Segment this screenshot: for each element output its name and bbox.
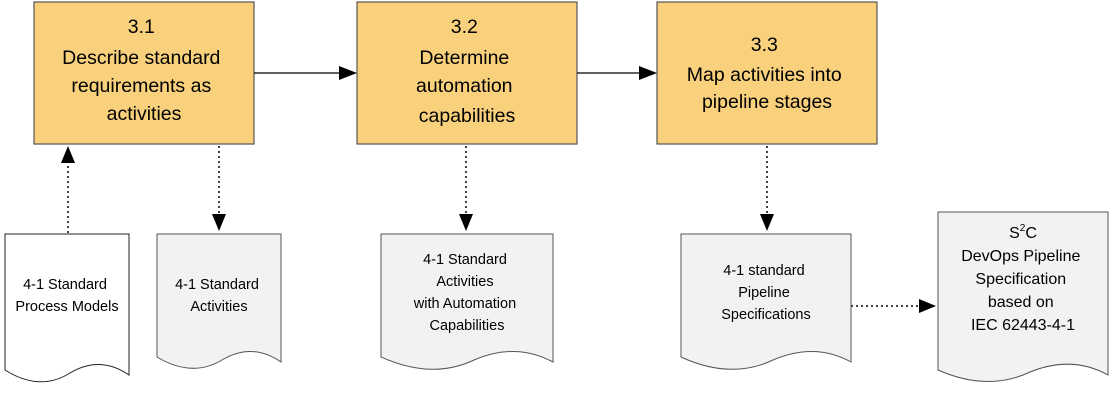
arrow-3-2-to-automation-head	[459, 214, 473, 231]
s2c-title-sup: 2	[1020, 223, 1026, 234]
arrow-3-1-to-activities-head	[212, 214, 226, 231]
document-s2c-spec[interactable]	[937, 211, 1109, 382]
process-3-3-line-2: Map activities into	[687, 64, 842, 86]
automation-line-4: Capabilities	[430, 318, 505, 334]
process-box-3-1[interactable]	[33, 1, 255, 145]
arrow-pipeline-to-s2c-head	[919, 299, 936, 313]
automation-line-2: Activities	[436, 274, 493, 290]
process-3-1-label: 3.1 Describe standard requirements as ac…	[62, 16, 226, 125]
process-3-1-line-4: activities	[107, 103, 182, 125]
process-3-1-number: 3.1	[128, 16, 155, 38]
document-process-models[interactable]	[4, 233, 130, 383]
s2c-line-3: based on	[988, 294, 1054, 311]
process-3-3-label: 3.3 Map activities into pipeline stages	[687, 34, 847, 113]
process-3-1-line-3: requirements as	[71, 75, 211, 97]
s2c-line-2: Specification	[975, 271, 1066, 288]
arrow-3-2-to-3-3-head	[639, 66, 657, 80]
process-3-2-line-4: capabilities	[419, 105, 516, 127]
pipeline-specs-line-3: Specifications	[721, 307, 810, 323]
document-standard-activities-label: 4-1 Standard Activities	[175, 277, 263, 315]
arrow-3-3-to-pipeline-head	[760, 214, 774, 231]
process-box-3-3[interactable]	[656, 1, 878, 145]
standard-activities-line-1: 4-1 Standard	[175, 277, 259, 293]
s2c-title-base: S	[1009, 225, 1020, 242]
document-activities-automation-label: 4-1 Standard Activities with Automation …	[413, 252, 520, 334]
process-3-2-number: 3.2	[451, 16, 478, 38]
document-pipeline-specs[interactable]	[680, 233, 852, 370]
process-3-3-line-3: pipeline stages	[702, 91, 832, 113]
process-models-line-1: 4-1 Standard	[23, 277, 107, 293]
document-s2c-spec-label: DevOps Pipeline Specification based on I…	[961, 248, 1085, 334]
process-models-line-2: Process Models	[15, 299, 118, 315]
standard-activities-line-2: Activities	[190, 299, 247, 315]
pipeline-specs-line-1: 4-1 standard	[723, 263, 804, 279]
process-3-3-number: 3.3	[751, 34, 778, 56]
s2c-title-rest: C	[1025, 225, 1037, 242]
arrow-3-1-to-3-2-head	[339, 66, 357, 80]
s2c-title: S2C	[1009, 223, 1037, 242]
s2c-line-1: DevOps Pipeline	[961, 248, 1080, 265]
process-3-2-line-2: Determine	[419, 47, 509, 69]
process-3-2-label: 3.2 Determine automation capabilities	[416, 16, 518, 127]
pipeline-specs-line-2: Pipeline	[738, 285, 790, 301]
process-box-3-2[interactable]	[356, 1, 578, 145]
process-3-2-line-3: automation	[416, 75, 512, 97]
arrow-models-to-3-1-head	[61, 146, 75, 163]
s2c-line-4: IEC 62443-4-1	[971, 317, 1075, 334]
document-pipeline-specs-label: 4-1 standard Pipeline Specifications	[721, 263, 810, 323]
process-3-1-line-2: Describe standard	[62, 47, 220, 69]
automation-line-3: with Automation	[413, 296, 516, 312]
automation-line-1: 4-1 Standard	[423, 252, 507, 268]
document-process-models-label: 4-1 Standard Process Models	[15, 277, 118, 315]
document-standard-activities[interactable]	[156, 233, 282, 369]
document-activities-automation[interactable]	[380, 233, 554, 370]
